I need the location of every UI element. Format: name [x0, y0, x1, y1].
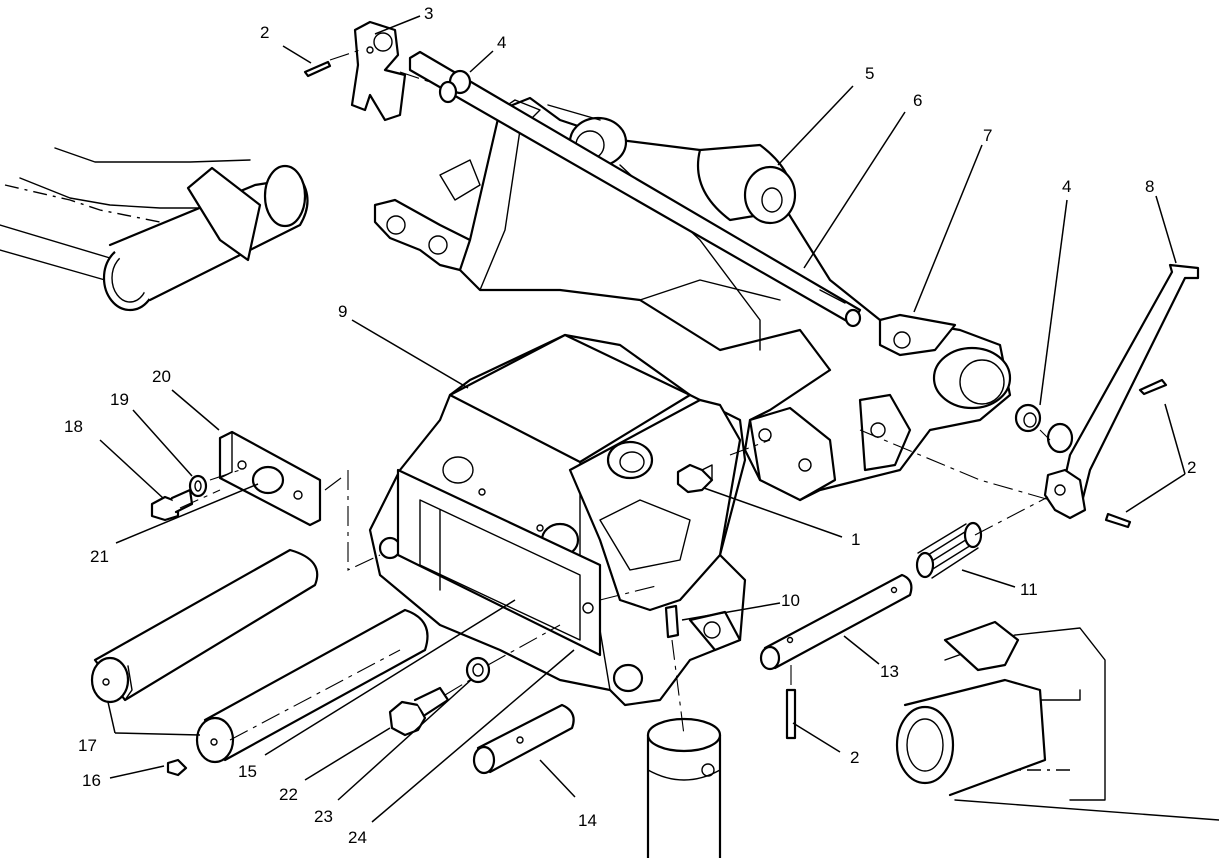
part-17-pin-upper — [90, 548, 319, 704]
callout-2-right: 2 — [1187, 458, 1196, 477]
callout-23: 23 — [314, 807, 333, 826]
callout-24: 24 — [348, 828, 367, 847]
callout-20: 20 — [152, 367, 171, 386]
context-arm-lower-right — [895, 620, 1219, 821]
part-3-clevis — [350, 20, 407, 122]
callout-labels: 3 2 4 5 6 7 4 8 9 1 2 20 19 18 21 10 11 … — [64, 4, 1196, 847]
part-2-pin-right-upper — [1138, 378, 1168, 396]
part-20-plate — [218, 430, 322, 527]
callout-6: 6 — [913, 91, 922, 110]
callout-3: 3 — [424, 4, 433, 23]
part-22-bolt — [388, 686, 450, 737]
part-4-bushing-top — [438, 69, 472, 104]
callout-16: 16 — [82, 771, 101, 790]
part-13-pin — [759, 573, 913, 671]
callout-21: 21 — [90, 547, 109, 566]
callout-7: 7 — [983, 126, 992, 145]
callout-4-right: 4 — [1062, 177, 1071, 196]
context-cylinder-bottom — [646, 717, 722, 858]
part-2-pin-bottom — [785, 688, 797, 740]
leader-lines — [99, 15, 1186, 823]
callout-2-bottom: 2 — [850, 748, 859, 767]
part-18-bolt — [150, 488, 194, 522]
callout-18: 18 — [64, 417, 83, 436]
callout-11: 11 — [1020, 580, 1038, 599]
part-6-long-shaft — [408, 50, 862, 328]
assembly-centerlines — [179, 49, 1051, 741]
part-5-roller-tube — [696, 143, 797, 225]
part-10-roll-pin — [664, 604, 680, 639]
callout-17: 17 — [78, 736, 97, 755]
callout-2-top: 2 — [260, 23, 269, 42]
part-14-pin — [472, 703, 575, 775]
callout-8: 8 — [1145, 177, 1154, 196]
callout-9: 9 — [338, 302, 347, 321]
part-19-washer — [188, 474, 208, 498]
callout-1: 1 — [851, 530, 860, 549]
part-1-bolt — [676, 463, 714, 494]
part-2-pin-top — [303, 60, 332, 78]
part-24-plate — [397, 554, 601, 656]
callout-15: 15 — [238, 762, 257, 781]
callout-22: 22 — [279, 785, 298, 804]
part-11-spring — [915, 521, 983, 579]
callout-13: 13 — [880, 662, 899, 681]
part-9-main-housing — [368, 333, 747, 707]
part-17-pin-lower — [195, 608, 429, 764]
part-16-grease-fitting — [166, 758, 188, 777]
callout-5: 5 — [865, 64, 874, 83]
callout-4-top: 4 — [497, 33, 506, 52]
part-4-bushing-right — [1014, 403, 1042, 433]
part-23-lock-washer — [465, 656, 491, 684]
callout-19: 19 — [110, 390, 129, 409]
part-8-lever — [1043, 263, 1200, 520]
callout-10: 10 — [781, 591, 800, 610]
context-arm-upper-left — [0, 147, 309, 312]
callout-14: 14 — [578, 811, 597, 830]
part-2-pin-right-lower — [1104, 512, 1132, 529]
